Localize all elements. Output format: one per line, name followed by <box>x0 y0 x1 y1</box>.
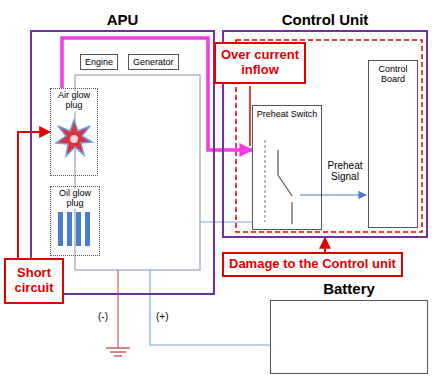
callout-arrow <box>324 238 326 252</box>
unit-heading: APU <box>12 11 233 28</box>
switch-lever <box>278 175 292 196</box>
box-label: Over current inflow <box>219 48 301 78</box>
glow-plug: Oil glow plug <box>50 186 100 256</box>
ground-symbol <box>110 351 126 353</box>
callout-arrow <box>18 132 50 258</box>
plug-rod <box>58 212 63 246</box>
switch-terminal <box>291 202 292 224</box>
callout-box: Damage to the Control unit <box>222 252 403 277</box>
box-label: Generator <box>133 57 174 67</box>
signal-arrow <box>300 194 366 195</box>
wire <box>149 270 150 295</box>
terminal-label: (-) <box>98 311 108 322</box>
box-label: Control Board <box>372 64 414 85</box>
ground-symbol <box>114 355 122 357</box>
power-wire <box>150 295 270 345</box>
signal-name: Preheat Signal <box>324 160 366 182</box>
box-label: Damage to the Control unit <box>229 257 396 272</box>
plug-rod <box>85 212 90 246</box>
box-label: Preheat Switch <box>257 109 318 119</box>
spark-burst <box>56 120 92 156</box>
ground-symbol <box>106 347 130 349</box>
callout-box: Over current inflow <box>214 42 306 84</box>
switch-terminal <box>277 150 278 175</box>
apu-housing: Engine GeneratorAir glow plugOil glow plu… <box>30 30 215 295</box>
box-label: Short circuit <box>9 266 59 296</box>
box-label: Air glow plug <box>53 91 95 111</box>
switch-contact <box>265 140 266 222</box>
glow-plug: Air glow plug <box>50 88 98 176</box>
ground-wire <box>117 270 118 348</box>
engine-box: Engine <box>80 54 118 70</box>
plug-rod <box>67 212 72 246</box>
board-box: Control Board <box>368 60 418 228</box>
box-label: Engine <box>85 57 113 67</box>
switch-box: Preheat Switch <box>252 105 322 230</box>
leader-line <box>249 86 251 146</box>
unit-heading: Battery <box>251 280 432 297</box>
callout-box: Short circuit <box>4 258 64 304</box>
terminal-label: (+) <box>156 311 169 322</box>
spark-core <box>70 135 78 143</box>
wire <box>200 221 252 222</box>
plug-rod <box>76 212 81 246</box>
generator-box: Generator <box>128 54 179 70</box>
box-label: Oil glow plug <box>53 189 97 209</box>
battery-box: Battery <box>270 300 428 374</box>
unit-heading: Control Unit <box>204 11 432 28</box>
